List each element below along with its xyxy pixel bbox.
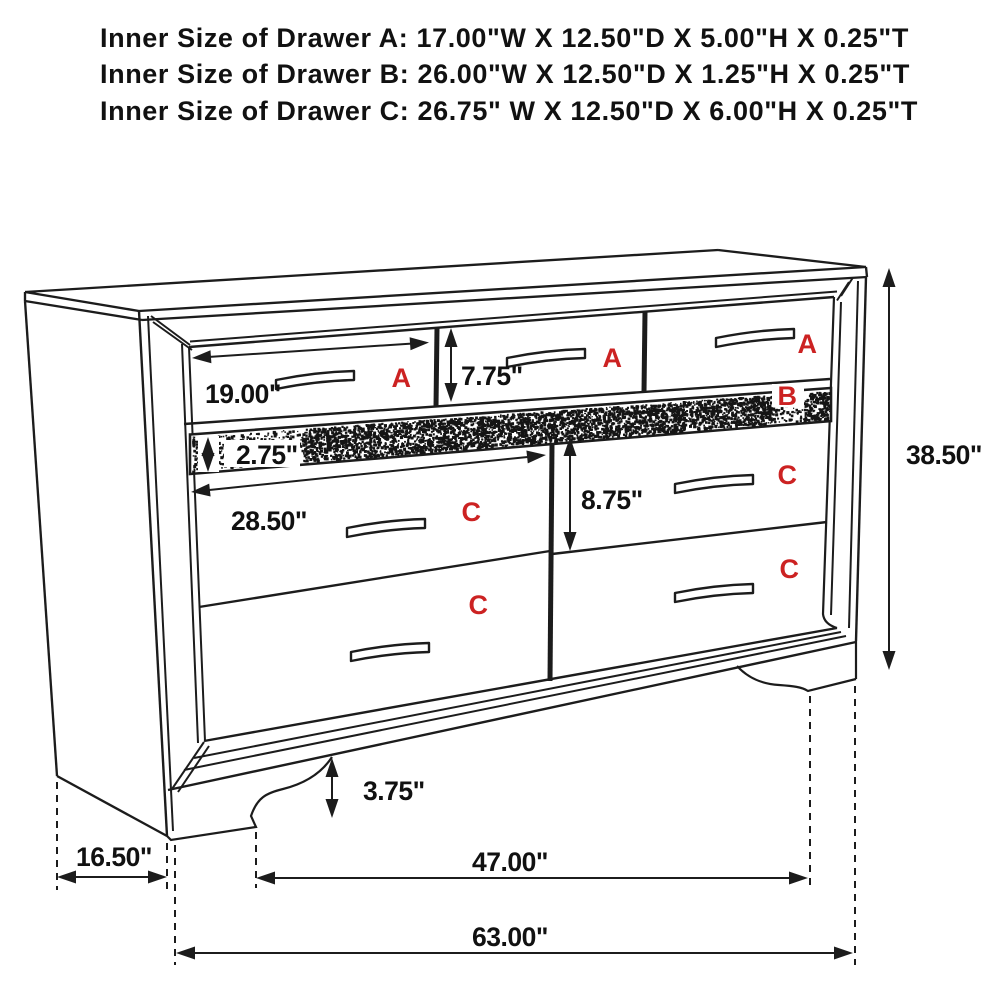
svg-text:2.75": 2.75" xyxy=(236,440,298,470)
svg-text:47.00": 47.00" xyxy=(472,847,548,877)
svg-text:C: C xyxy=(780,554,799,584)
svg-text:Inner Size of Drawer C: 26.75": Inner Size of Drawer C: 26.75" W X 12.50… xyxy=(100,96,918,126)
svg-text:C: C xyxy=(462,497,481,527)
svg-text:3.75": 3.75" xyxy=(363,776,425,806)
svg-text:28.50": 28.50" xyxy=(231,506,307,536)
svg-text:8.75": 8.75" xyxy=(581,485,643,515)
svg-text:C: C xyxy=(778,460,797,490)
svg-text:B: B xyxy=(778,381,797,411)
svg-text:16.50": 16.50" xyxy=(76,842,152,872)
svg-text:63.00": 63.00" xyxy=(472,922,548,952)
svg-text:A: A xyxy=(798,329,817,359)
svg-text:A: A xyxy=(392,363,411,393)
svg-text:Inner Size of Drawer A: 17.00": Inner Size of Drawer A: 17.00"W X 12.50"… xyxy=(100,23,909,53)
svg-text:19.00": 19.00" xyxy=(205,379,281,409)
svg-text:7.75": 7.75" xyxy=(461,361,523,391)
svg-text:C: C xyxy=(469,590,488,620)
svg-text:38.50": 38.50" xyxy=(906,440,982,470)
svg-text:Inner Size of Drawer B: 26.00": Inner Size of Drawer B: 26.00"W X 12.50"… xyxy=(100,59,910,89)
svg-text:A: A xyxy=(603,343,622,373)
